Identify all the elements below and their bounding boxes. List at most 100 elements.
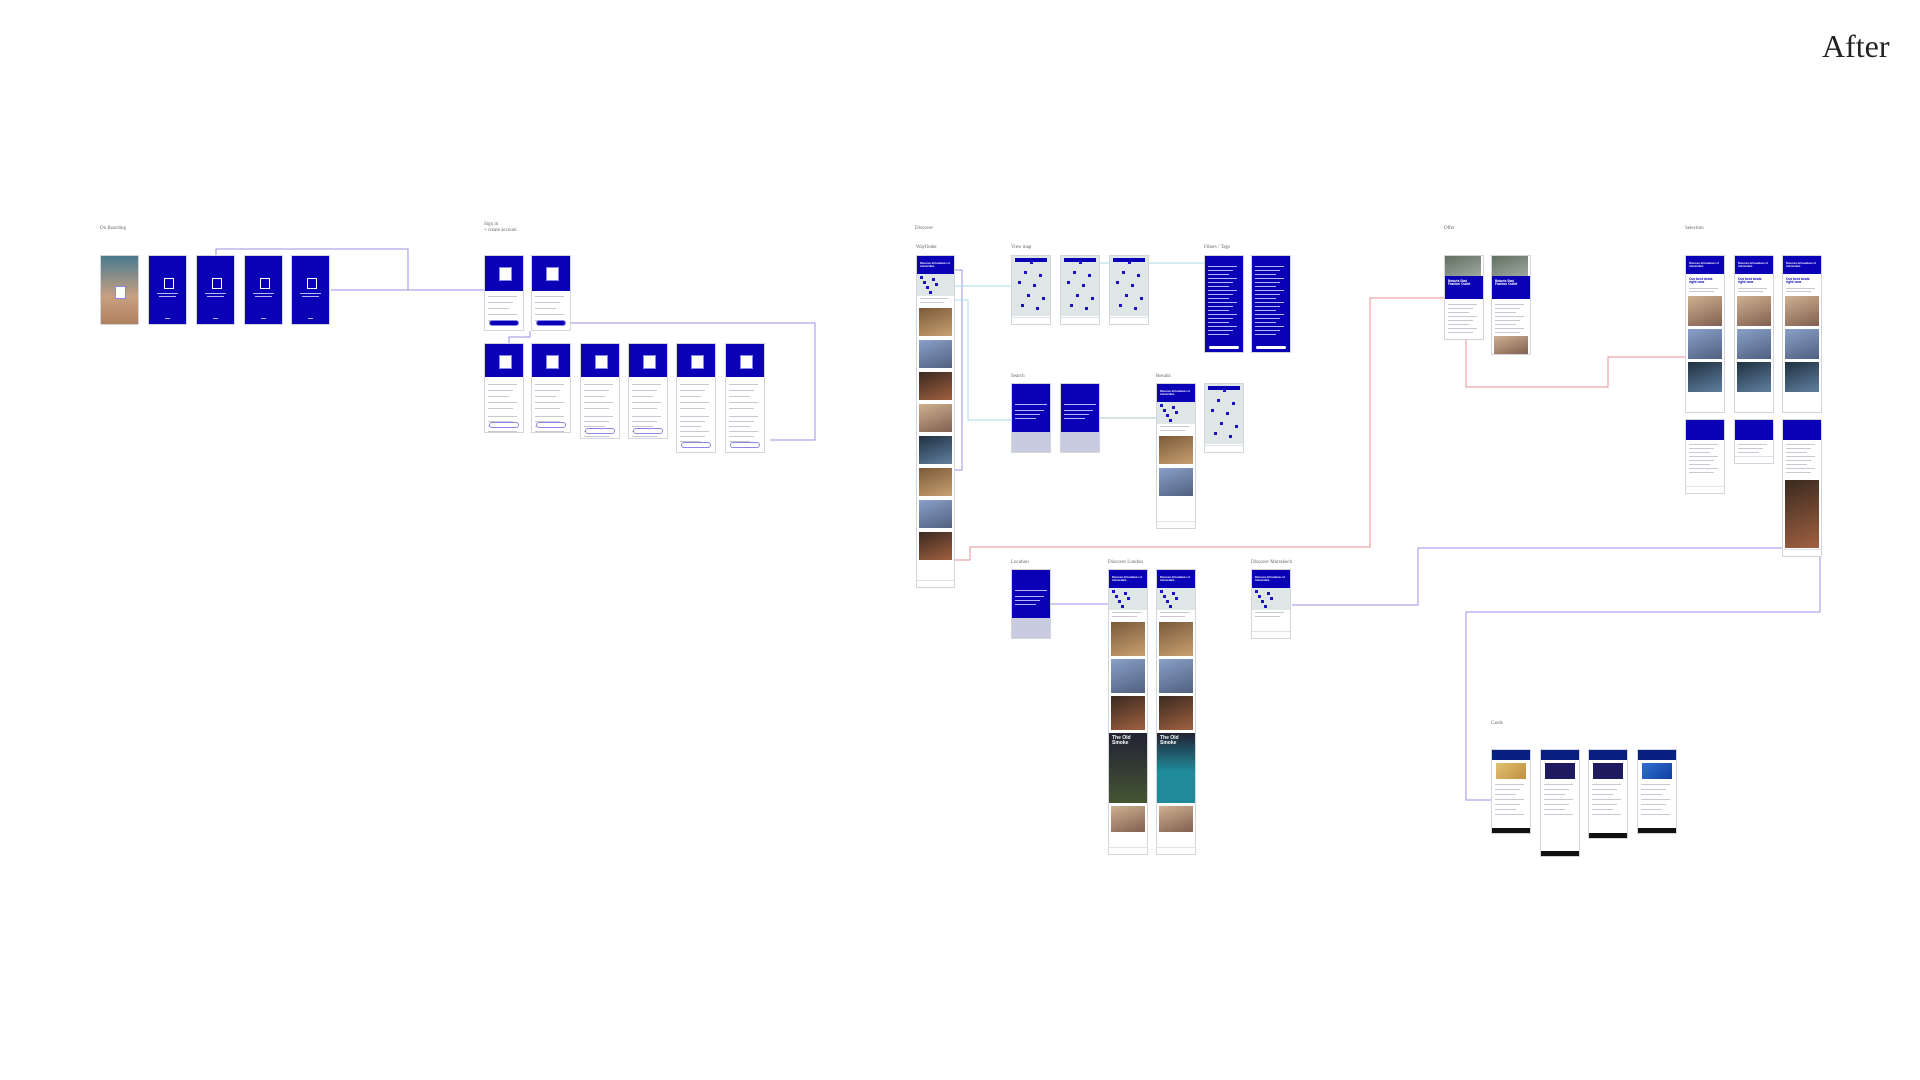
- text-line: [1738, 291, 1763, 292]
- text-line: [1255, 302, 1284, 303]
- text-line: [1448, 324, 1469, 325]
- create-account-4[interactable]: [628, 343, 668, 439]
- map-pin-icon: [1118, 600, 1121, 603]
- section-label-signin: Sign in + create account: [484, 222, 517, 233]
- create-account-2[interactable]: [531, 343, 571, 433]
- create-account-5[interactable]: [676, 343, 716, 453]
- selection-row2-2[interactable]: [1734, 419, 1774, 464]
- text-line: [632, 390, 657, 391]
- card-1[interactable]: [1491, 749, 1531, 834]
- section-label-discover-london: Discover London: [1108, 560, 1143, 565]
- onboarding-4[interactable]: [244, 255, 283, 325]
- selection-row2-3[interactable]: [1782, 419, 1822, 557]
- text-line: [584, 390, 609, 391]
- map-view: [1157, 402, 1195, 424]
- header-band: [485, 256, 523, 291]
- create-account-3[interactable]: [580, 343, 620, 439]
- text-line: [1208, 306, 1233, 307]
- text-line: [729, 390, 754, 391]
- text-line: [488, 302, 513, 303]
- discover-marrakech[interactable]: Discover all locations of Amsterdam: [1251, 569, 1291, 639]
- onboarding-2[interactable]: [148, 255, 187, 325]
- wayfinder[interactable]: Discover all locations of Amsterdam: [916, 255, 955, 588]
- text-line: [1160, 430, 1185, 431]
- text-line: [1064, 410, 1093, 411]
- results-list[interactable]: Discover all locations of Amsterdam: [1156, 383, 1196, 529]
- map-view: [1061, 256, 1099, 316]
- text-line: [632, 408, 657, 409]
- map-pin-icon: [935, 283, 938, 286]
- map-pin-icon: [1125, 294, 1128, 297]
- photo-card: [1159, 696, 1193, 730]
- filters-1[interactable]: [1204, 255, 1244, 353]
- create-account-1[interactable]: [484, 343, 524, 433]
- location[interactable]: [1011, 569, 1051, 639]
- text-line: [1689, 460, 1714, 461]
- text-line: [488, 408, 513, 409]
- photo-card: [919, 468, 952, 496]
- system-nav: [1541, 851, 1579, 856]
- offer-1[interactable]: Batavia Stad Fashion Outlet: [1444, 255, 1484, 340]
- signin-2[interactable]: [531, 255, 571, 331]
- card-2[interactable]: [1540, 749, 1580, 857]
- text-line: [632, 426, 653, 427]
- map-pin-icon: [1172, 592, 1175, 595]
- text-line: [1208, 334, 1229, 335]
- text-line: [632, 436, 657, 437]
- text-line: [207, 296, 224, 297]
- text-line: [1208, 278, 1237, 279]
- bottom-nav: [917, 580, 954, 587]
- text-line: [1641, 809, 1662, 810]
- map-pin-icon: [1128, 261, 1131, 264]
- photo-card: [919, 372, 952, 400]
- text-line: [1208, 302, 1237, 303]
- text-line: [729, 396, 750, 397]
- text-line: [1255, 314, 1284, 315]
- search-2[interactable]: [1060, 383, 1100, 453]
- text-line: [632, 416, 661, 417]
- offer-2[interactable]: Batavia Stad Fashion Outlet: [1491, 255, 1531, 355]
- selection-row2-1[interactable]: [1685, 419, 1725, 494]
- section-label-offer: Offer: [1444, 226, 1455, 231]
- text-line: [1544, 814, 1573, 815]
- text-line: [680, 396, 701, 397]
- onboarding-1[interactable]: [100, 255, 139, 325]
- card-4[interactable]: [1637, 749, 1677, 834]
- text-line: [1208, 318, 1233, 319]
- illustration-icon: [164, 278, 174, 289]
- text-line: [680, 402, 709, 403]
- header-band: Discover all locations of Amsterdam: [917, 256, 954, 274]
- text-line: [729, 431, 758, 432]
- create-account-6[interactable]: [725, 343, 765, 453]
- section-label-selection: Selection: [1685, 226, 1704, 231]
- discover-heading: Discover all locations of Amsterdam: [1689, 262, 1719, 269]
- results-map[interactable]: [1204, 383, 1244, 453]
- text-line: [729, 384, 758, 385]
- pagination-dots: [308, 318, 313, 319]
- view-map-1[interactable]: [1011, 255, 1051, 325]
- view-map-3[interactable]: [1109, 255, 1149, 325]
- filters-2[interactable]: [1251, 255, 1291, 353]
- search-1[interactable]: [1011, 383, 1051, 453]
- photo-card: [1159, 436, 1193, 464]
- card-3[interactable]: [1588, 749, 1628, 839]
- text-line: [1448, 332, 1473, 333]
- onboarding-3[interactable]: [196, 255, 235, 325]
- section-label-onboarding: On Boarding: [100, 226, 126, 231]
- text-line: [1786, 291, 1811, 292]
- text-line: [535, 314, 564, 315]
- app-logo-icon: [115, 286, 126, 299]
- text-line: [1208, 294, 1233, 295]
- onboarding-5[interactable]: [291, 255, 330, 325]
- map-pin-icon: [1039, 274, 1042, 277]
- view-map-2[interactable]: [1060, 255, 1100, 325]
- signin-1[interactable]: [484, 255, 524, 331]
- text-line: [1495, 794, 1516, 795]
- map-pin-icon: [1067, 281, 1070, 284]
- text-line: [1738, 452, 1759, 453]
